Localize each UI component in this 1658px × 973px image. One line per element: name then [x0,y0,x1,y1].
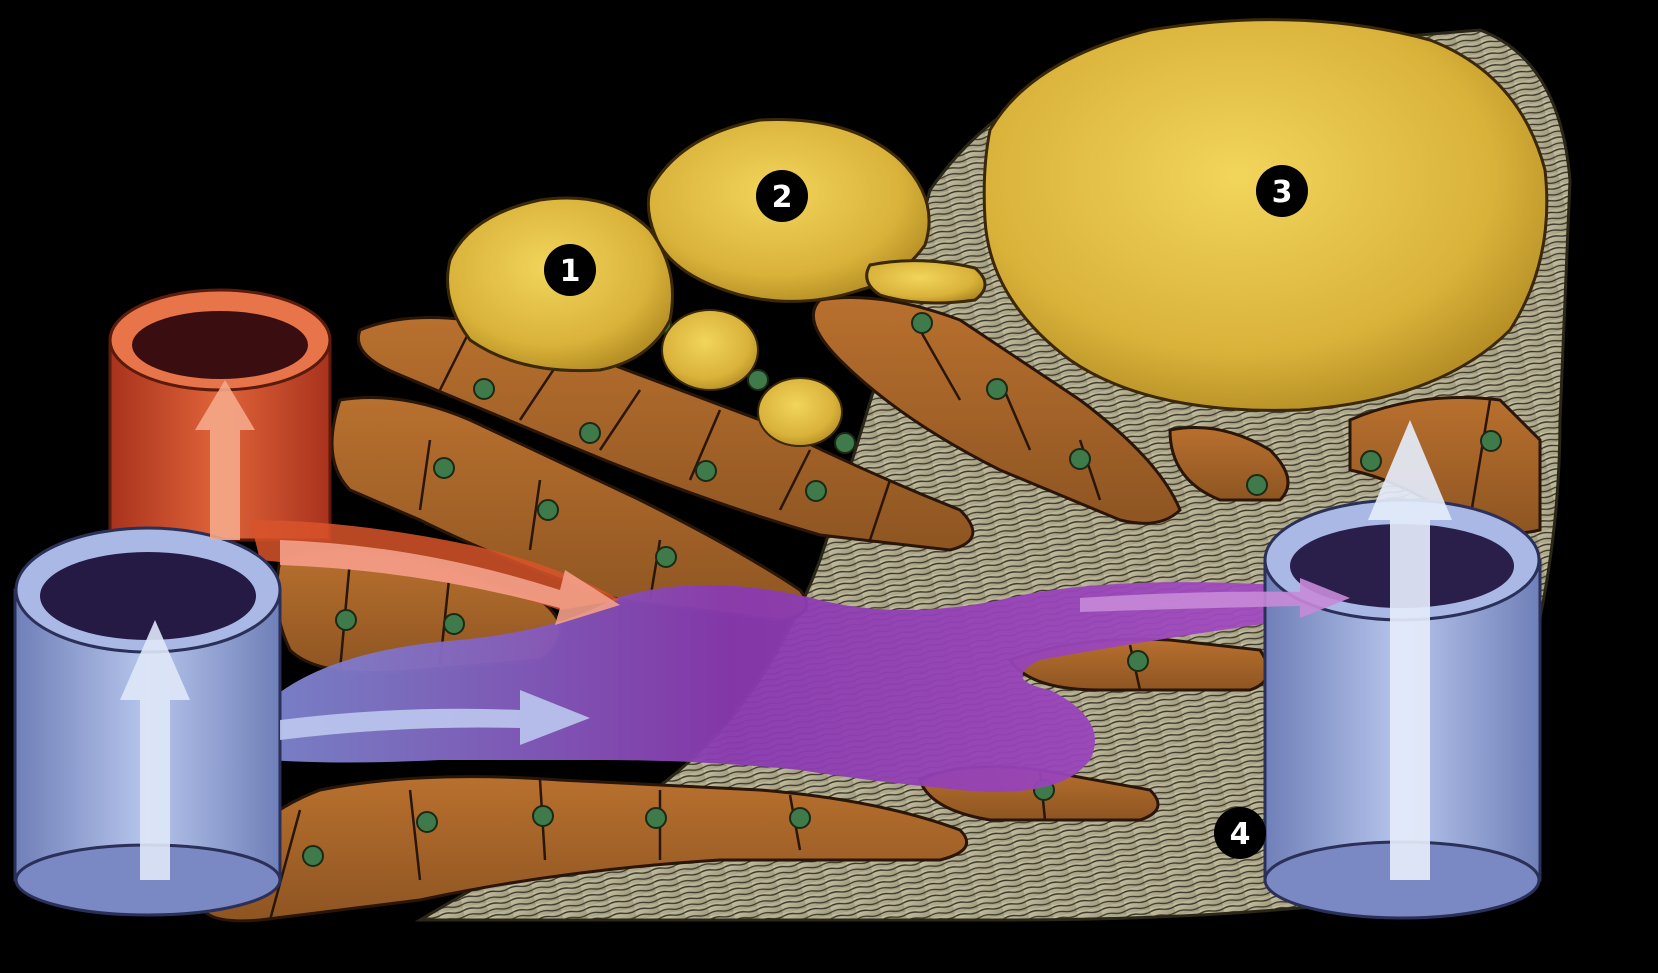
fat-cell-small-a [662,310,758,390]
label-marker-3: 3 [1256,165,1308,217]
label-marker-4: 4 [1214,807,1266,859]
label-1-text: 1 [560,254,581,289]
label-3-text: 3 [1272,175,1293,210]
label-2-text: 2 [772,180,793,215]
fat-cell-2-extension [867,261,985,303]
fat-cell-3 [984,20,1547,411]
fat-cell-small-b [758,378,842,446]
label-4-text: 4 [1230,817,1251,852]
label-marker-2: 2 [756,170,808,222]
label-marker-1: 1 [544,244,596,296]
